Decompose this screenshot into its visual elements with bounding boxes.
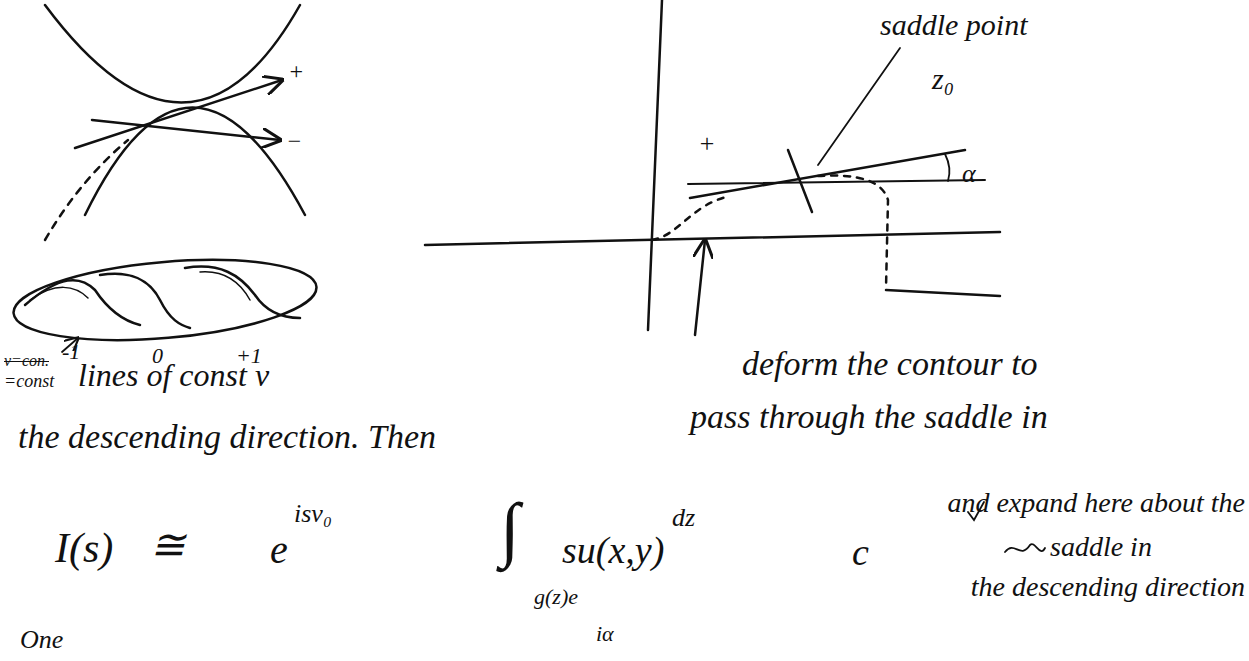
- formula: e: [270, 528, 288, 572]
- pointer-arrow: [695, 240, 705, 335]
- formula-exponent: dz: [672, 504, 695, 533]
- const-v-line: [185, 267, 300, 318]
- real-axis: [425, 232, 1000, 245]
- formula: c: [852, 532, 869, 574]
- lower-curve: [85, 108, 305, 216]
- formula-exponent: isv₀: [294, 500, 332, 529]
- caption-text: lines of const v: [78, 358, 269, 393]
- formula: ≅: [150, 522, 185, 568]
- note: and expand here about the: [947, 488, 1245, 519]
- steepest-line: [690, 150, 965, 198]
- crossed-note: v=con.: [4, 352, 49, 370]
- sign-label: −: [286, 128, 302, 154]
- dashed-path: [45, 140, 128, 240]
- const-v-line: [100, 274, 190, 328]
- const-v-line: [30, 287, 88, 300]
- sign-label: +: [698, 130, 716, 159]
- body-text: One: [20, 626, 63, 655]
- formula-subscript: g(z)e: [534, 585, 578, 609]
- leader-line: [818, 48, 900, 165]
- reference-line: [688, 180, 985, 184]
- formula: su(x,y): [562, 530, 664, 572]
- note: =const: [4, 372, 54, 392]
- integral-sign: ∫: [500, 490, 520, 569]
- const-v-line: [25, 280, 140, 325]
- saddle-symbol: z₀: [932, 62, 954, 95]
- angle-arc: [945, 154, 949, 181]
- saddle-cross: [788, 150, 812, 212]
- angle-label: α: [962, 160, 976, 189]
- tangent-minus: [92, 120, 280, 140]
- sign-label: +: [288, 58, 304, 84]
- deformed-contour: [818, 176, 888, 289]
- axis-number: -1: [62, 340, 80, 364]
- deformed-contour: [652, 196, 730, 240]
- scribble: [1005, 544, 1045, 552]
- const-v-line: [200, 272, 250, 300]
- formula: I(s): [55, 525, 113, 571]
- note: saddle in: [1050, 532, 1152, 563]
- saddle-point-label: saddle point: [880, 8, 1028, 41]
- tangent-plus: [75, 80, 282, 148]
- body-text: pass through the saddle in: [690, 398, 1048, 435]
- body-text: deform the contour to: [742, 345, 1038, 382]
- formula-exponent: iα: [596, 622, 614, 646]
- region-ellipse: [10, 249, 319, 351]
- note: the descending direction: [971, 572, 1245, 603]
- body-text: the descending direction. Then: [18, 418, 436, 455]
- contour-tail: [886, 290, 1000, 296]
- imag-axis: [648, 0, 662, 330]
